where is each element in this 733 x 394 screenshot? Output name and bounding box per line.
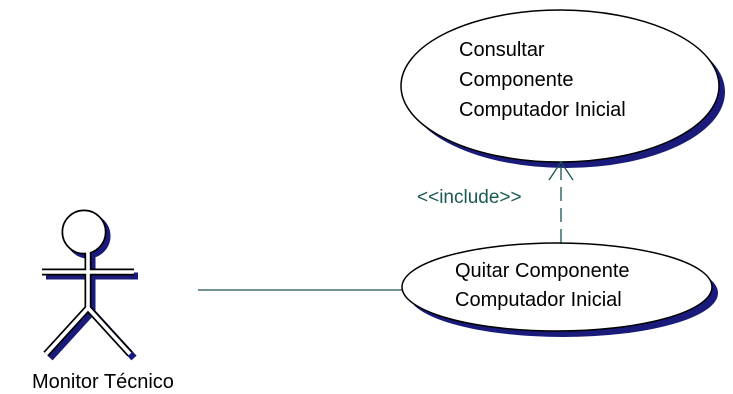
actor-name-clip: Monitor Técnico [32, 371, 174, 393]
use-case-label-line: Quitar Componente [455, 260, 630, 282]
use-case-ellipse [400, 9, 720, 163]
actor-name: Monitor Técnico [32, 371, 174, 393]
use-case-label-line: Consultar [459, 39, 545, 61]
actor-figure[interactable] [42, 209, 138, 361]
include-relationship[interactable]: <<include>> [415, 160, 574, 243]
use-case-quitar[interactable]: Quitar Componente Computador Inicial [401, 242, 718, 337]
actor-fill [42, 211, 134, 356]
include-stereotype-label: <<include>> [417, 187, 522, 208]
use-case-ellipse [401, 242, 713, 332]
use-case-label-line: Computador Inicial [459, 99, 626, 121]
use-case-label-line: Computador Inicial [455, 289, 622, 311]
include-label-bg [415, 183, 557, 209]
actor-name-bg [196, 364, 236, 394]
use-case-consultar[interactable]: Consultar Componente Computador Inicial [400, 9, 725, 168]
include-arrowhead [548, 160, 574, 181]
use-case-label-line: Componente [459, 69, 574, 91]
